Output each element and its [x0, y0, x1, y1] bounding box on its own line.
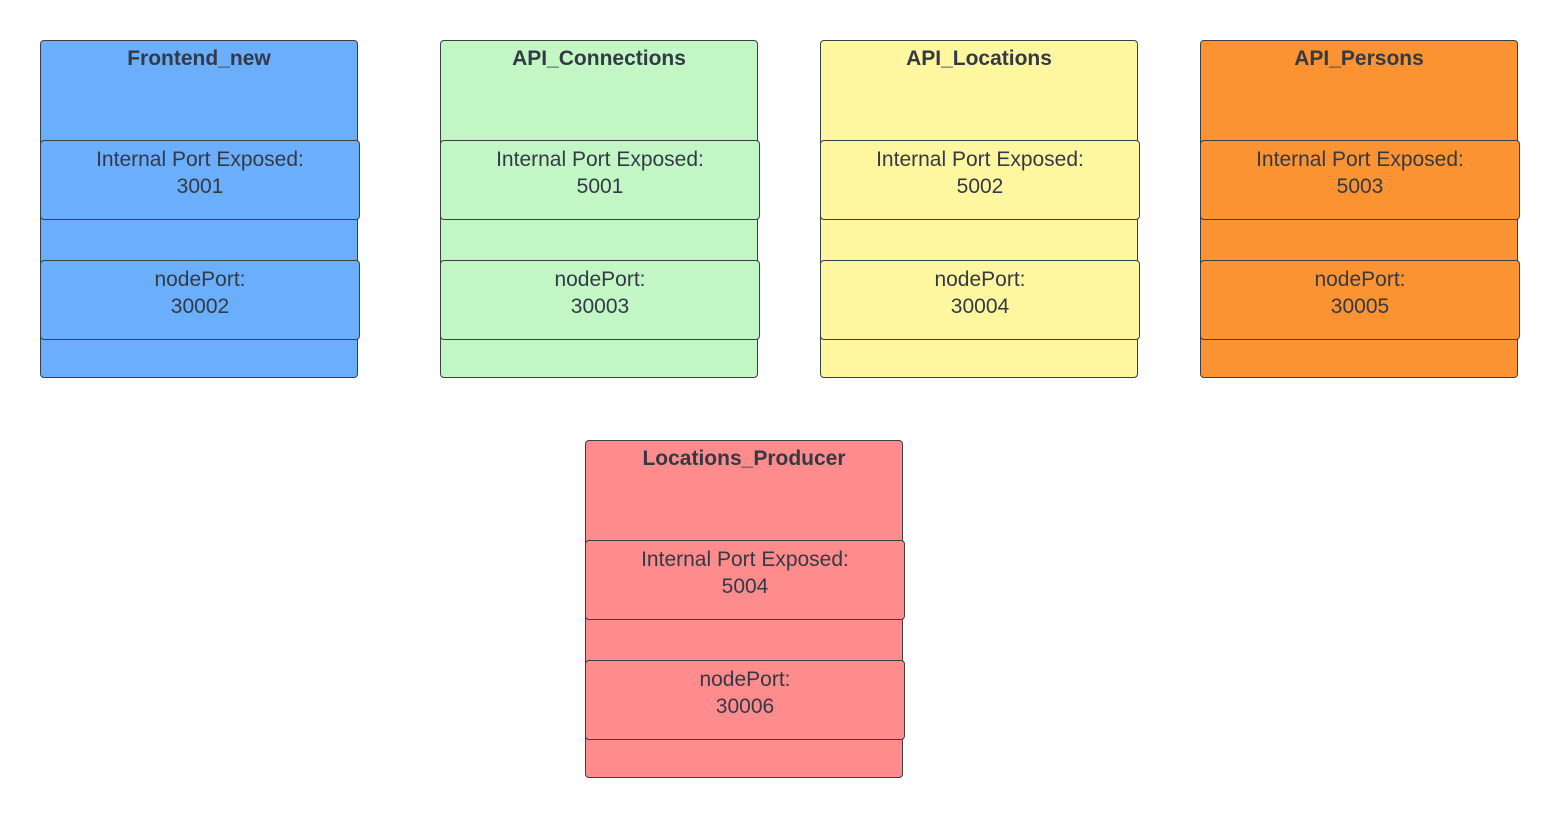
internal-port-value: 5001 — [576, 175, 624, 198]
internal-port-label: Internal Port Exposed: — [876, 148, 1084, 171]
service-title: API_Locations — [906, 47, 1052, 70]
internal-port-label: Internal Port Exposed: — [496, 148, 704, 171]
nodeport-section[interactable]: nodePort: 30002 — [40, 260, 360, 340]
service-title: API_Persons — [1294, 47, 1424, 70]
service-box-frontend-new[interactable]: Frontend_new Internal Port Exposed: 3001… — [40, 40, 360, 378]
nodeport-label: nodePort: — [934, 268, 1026, 291]
internal-port-value: 5003 — [1336, 175, 1384, 198]
nodeport-section[interactable]: nodePort: 30004 — [820, 260, 1140, 340]
internal-port-section[interactable]: Internal Port Exposed: 5004 — [585, 540, 905, 620]
nodeport-section[interactable]: nodePort: 30003 — [440, 260, 760, 340]
internal-port-label: Internal Port Exposed: — [96, 148, 304, 171]
nodeport-section[interactable]: nodePort: 30005 — [1200, 260, 1520, 340]
internal-port-value: 3001 — [176, 175, 224, 198]
internal-port-section[interactable]: Internal Port Exposed: 5003 — [1200, 140, 1520, 220]
service-title: Frontend_new — [127, 47, 271, 70]
service-box-api-locations[interactable]: API_Locations Internal Port Exposed: 500… — [820, 40, 1140, 378]
nodeport-label: nodePort: — [1314, 268, 1406, 291]
internal-port-label: Internal Port Exposed: — [641, 548, 849, 571]
service-title: API_Connections — [512, 47, 686, 70]
service-box-api-connections[interactable]: API_Connections Internal Port Exposed: 5… — [440, 40, 760, 378]
nodeport-value: 30004 — [950, 295, 1010, 318]
internal-port-label: Internal Port Exposed: — [1256, 148, 1464, 171]
internal-port-section[interactable]: Internal Port Exposed: 3001 — [40, 140, 360, 220]
nodeport-label: nodePort: — [699, 668, 791, 691]
internal-port-section[interactable]: Internal Port Exposed: 5002 — [820, 140, 1140, 220]
nodeport-value: 30002 — [170, 295, 230, 318]
nodeport-section[interactable]: nodePort: 30006 — [585, 660, 905, 740]
internal-port-value: 5004 — [721, 575, 769, 598]
nodeport-label: nodePort: — [554, 268, 646, 291]
nodeport-value: 30005 — [1330, 295, 1390, 318]
nodeport-label: nodePort: — [154, 268, 246, 291]
internal-port-value: 5002 — [956, 175, 1004, 198]
service-title: Locations_Producer — [642, 447, 846, 470]
nodeport-value: 30003 — [570, 295, 630, 318]
nodeport-value: 30006 — [715, 695, 775, 718]
service-box-api-persons[interactable]: API_Persons Internal Port Exposed: 5003 … — [1200, 40, 1520, 378]
service-box-locations-producer[interactable]: Locations_Producer Internal Port Exposed… — [585, 440, 905, 778]
internal-port-section[interactable]: Internal Port Exposed: 5001 — [440, 140, 760, 220]
